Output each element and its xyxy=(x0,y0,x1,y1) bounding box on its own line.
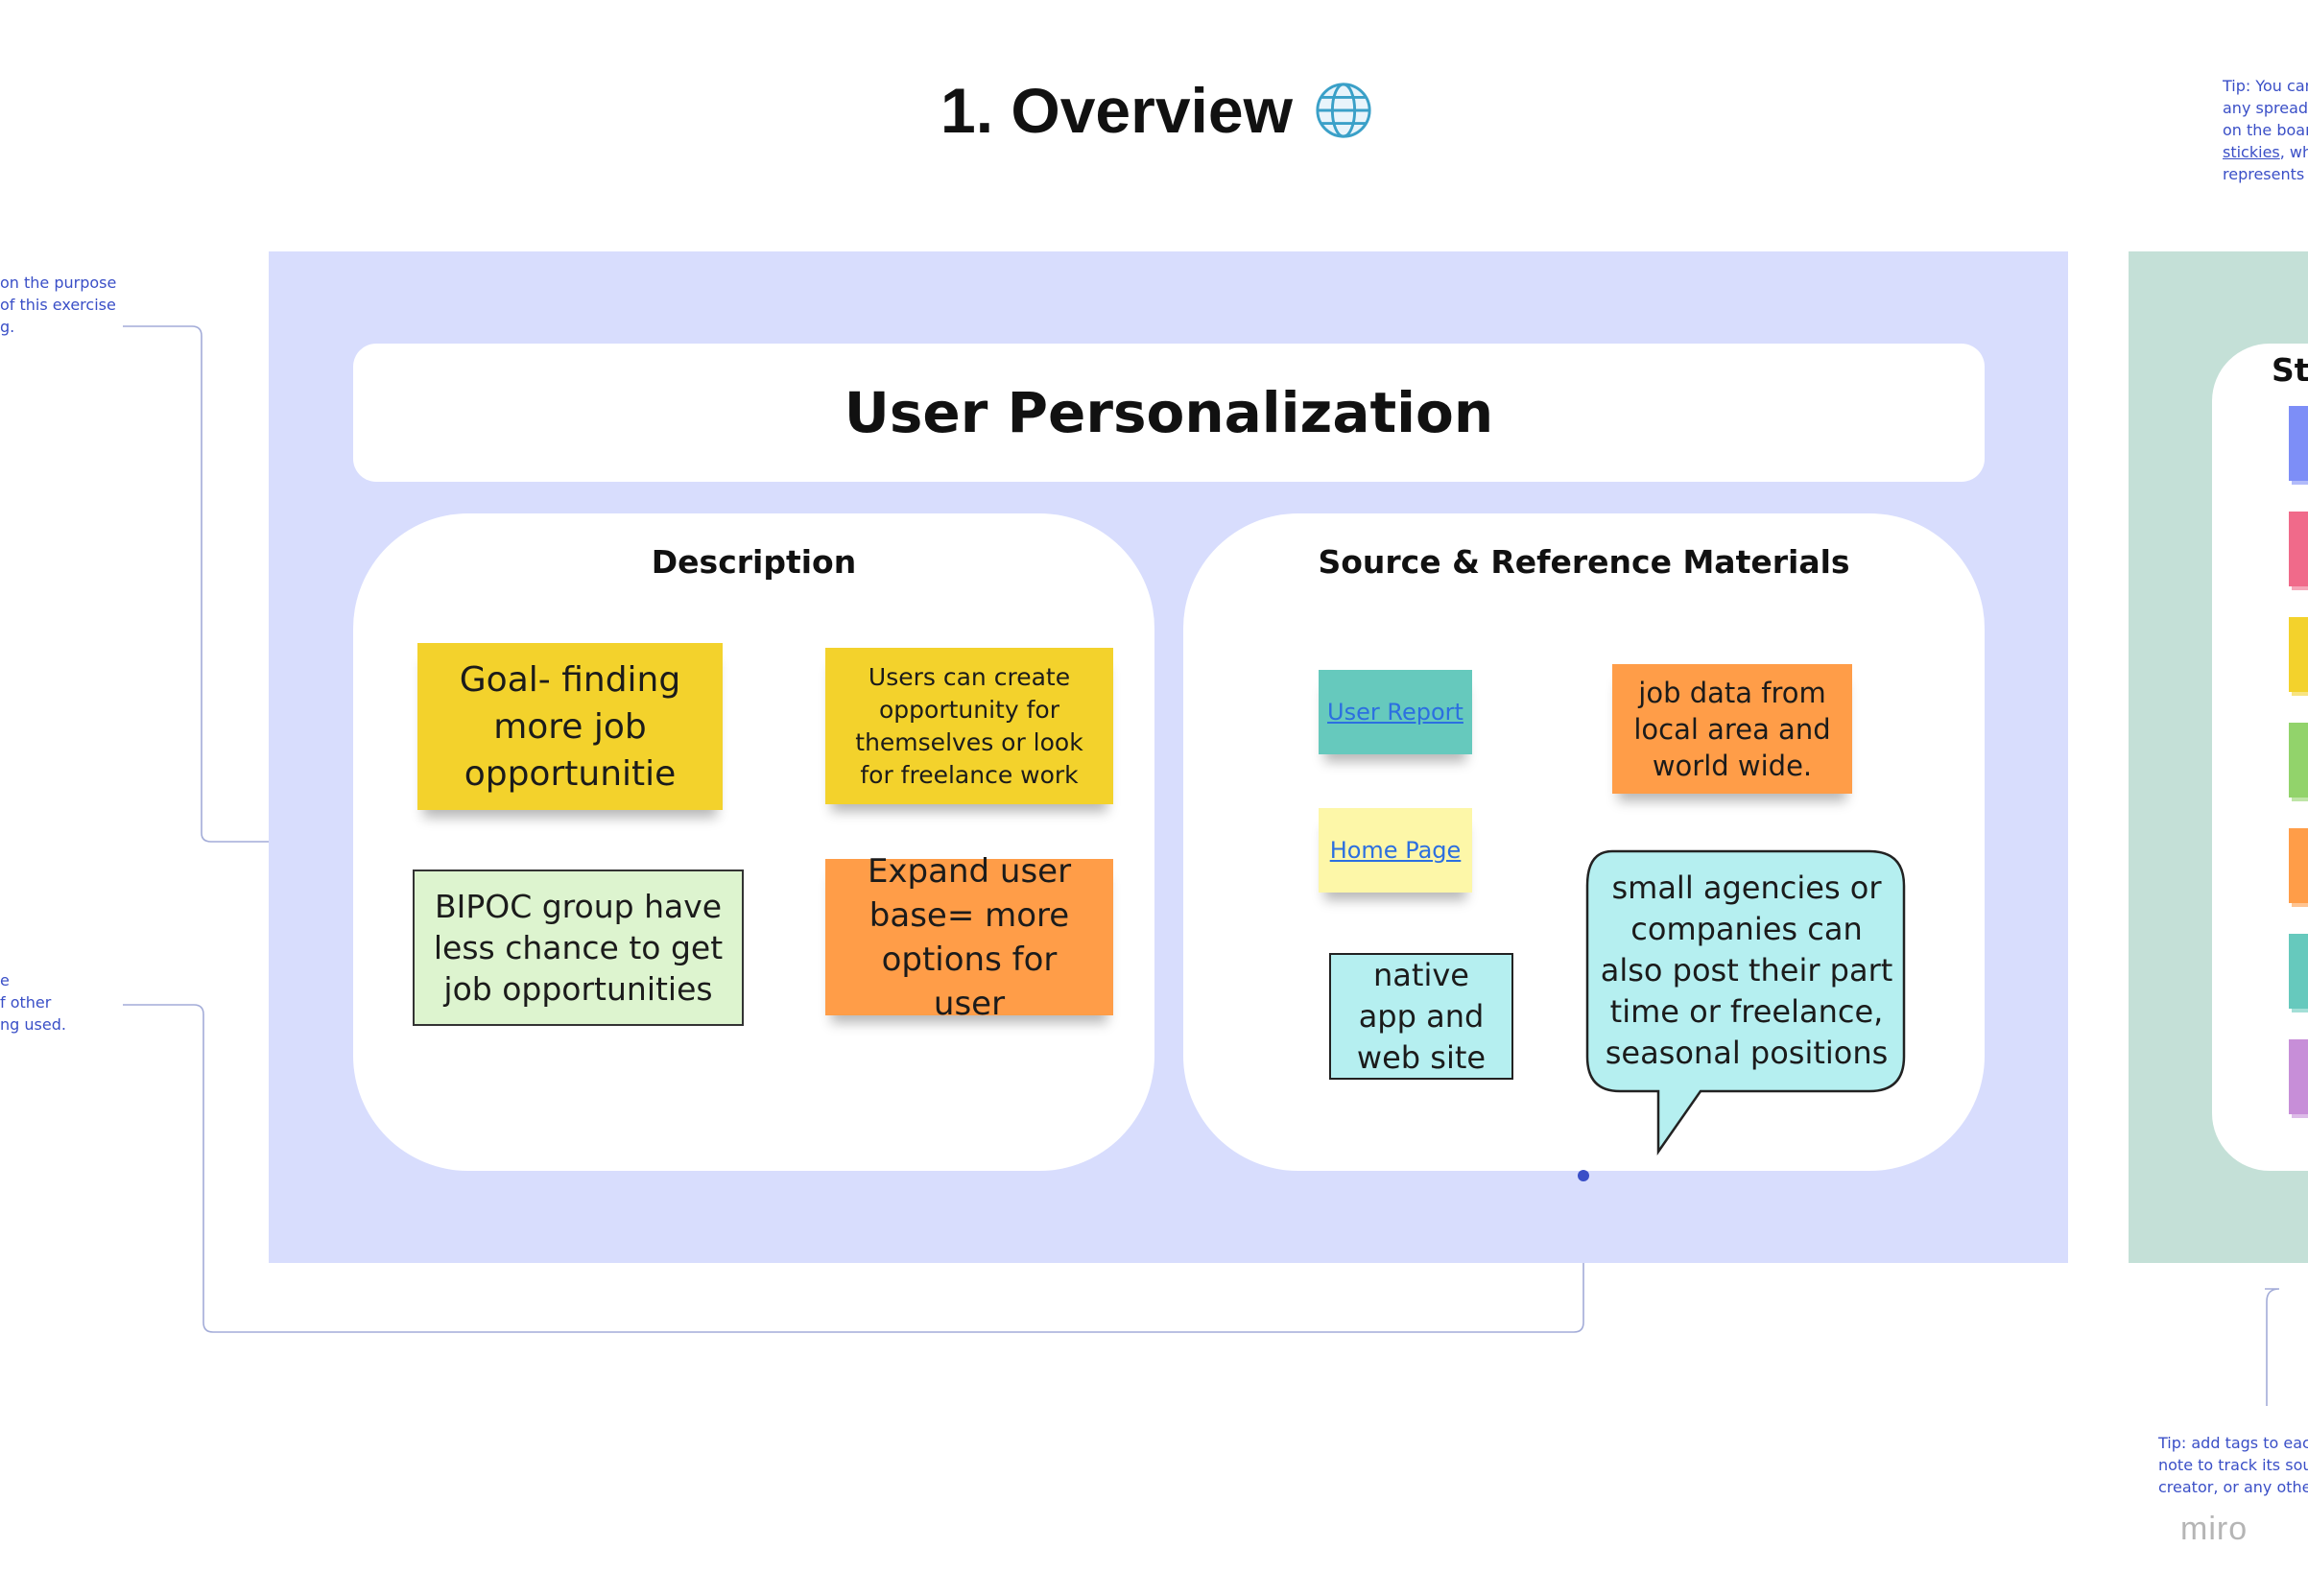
tip-line: Tip: add tags to each xyxy=(2158,1434,2308,1452)
tip-line: Tip: You can xyxy=(2223,77,2308,95)
source-title: Source & Reference Materials xyxy=(1318,543,1850,581)
sticky-text: job data from local area and world wide. xyxy=(1633,676,1831,782)
sticky-goal[interactable]: Goal- finding more job opportunitie xyxy=(417,643,723,810)
description-title: Description xyxy=(651,543,857,581)
tip-top-right: Tip: You can any spreads on the boar sti… xyxy=(2223,75,2308,185)
stickies-legend-card: Sti xyxy=(2212,344,2308,1171)
connector-lower xyxy=(123,1004,1584,1333)
sticky-text: Expand user base= more options for user xyxy=(867,851,1072,1023)
tip-line: ng used. xyxy=(0,1015,66,1034)
page-title: 1. Overview xyxy=(940,67,1555,154)
user-report-link[interactable]: User Report xyxy=(1327,699,1463,726)
shape-bipoc[interactable]: BIPOC group have less chance to get job … xyxy=(413,869,744,1026)
home-page-link[interactable]: Home Page xyxy=(1329,837,1462,864)
sticky-job-data[interactable]: job data from local area and world wide. xyxy=(1612,664,1852,794)
connector-sidebar xyxy=(2265,1288,2280,1406)
tip-line: e xyxy=(0,971,10,989)
speech-text: small agencies or companies can also pos… xyxy=(1600,869,1893,1071)
sticky-users-create[interactable]: Users can create opportunity for themsel… xyxy=(825,648,1113,804)
sticky-swatch[interactable] xyxy=(2289,723,2308,798)
tip-left-lower: e f other ng used. xyxy=(0,969,106,1036)
tip-line: on the boar xyxy=(2223,121,2308,139)
sticky-swatch[interactable] xyxy=(2289,617,2308,692)
shape-native-app[interactable]: native app and web site xyxy=(1329,953,1513,1080)
tip-line: represents a xyxy=(2223,165,2308,183)
stickies-link[interactable]: stickies xyxy=(2223,143,2280,161)
sticky-swatch[interactable] xyxy=(2289,828,2308,903)
sticky-text: Goal- finding more job opportunitie xyxy=(459,659,681,794)
connector-upper xyxy=(123,325,353,843)
tip-line: f other xyxy=(0,993,52,1012)
legend-title: Sti xyxy=(2272,351,2308,389)
connector-dot xyxy=(1578,1170,1589,1181)
globe-icon xyxy=(1316,83,1371,138)
board-title: User Personalization xyxy=(844,380,1494,445)
speech-bubble-shape[interactable] xyxy=(1583,849,1910,1156)
tip-line: creator, or any other xyxy=(2158,1478,2308,1496)
sticky-text: Users can create opportunity for themsel… xyxy=(855,662,1083,789)
page-title-text: 1. Overview xyxy=(940,75,1293,146)
board-title-card: User Personalization xyxy=(353,344,1985,482)
sticky-home-page[interactable]: Home Page xyxy=(1319,808,1472,893)
sticky-swatch[interactable] xyxy=(2289,1039,2308,1114)
shape-text: native app and web site xyxy=(1356,956,1487,1076)
description-panel xyxy=(353,513,1154,1171)
tip-line: on the purpose xyxy=(0,274,117,292)
sticky-user-report[interactable]: User Report xyxy=(1319,670,1472,754)
tip-line: , whe xyxy=(2279,143,2308,161)
sticky-swatch[interactable] xyxy=(2289,512,2308,586)
tip-line: note to track its sour xyxy=(2158,1456,2308,1474)
speech-bubble-text: small agencies or companies can also pos… xyxy=(1593,857,1900,1084)
miro-logo: miro xyxy=(2180,1511,2249,1547)
shape-text: BIPOC group have less chance to get job … xyxy=(433,888,724,1008)
tip-line: any spreads xyxy=(2223,99,2308,117)
tip-bottom-right: Tip: add tags to each note to track its … xyxy=(2158,1432,2308,1498)
sticky-swatch[interactable] xyxy=(2289,934,2308,1009)
tip-line: of this exercise xyxy=(0,296,116,314)
tip-left-upper: on the purpose of this exercise g. xyxy=(0,272,117,338)
tip-line: g. xyxy=(0,318,15,336)
sticky-swatch[interactable] xyxy=(2289,406,2308,481)
sticky-expand-user-base[interactable]: Expand user base= more options for user xyxy=(825,852,1113,1023)
